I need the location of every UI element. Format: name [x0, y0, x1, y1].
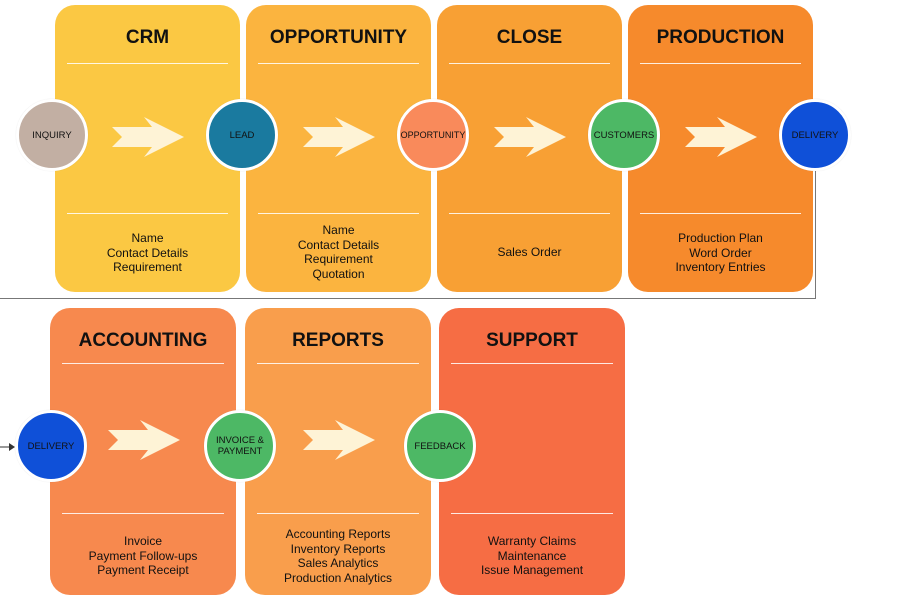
connector-line-bottom: [0, 298, 816, 299]
divider: [449, 213, 610, 214]
detail-item: Warranty Claims: [487, 534, 577, 548]
connector-arrowhead: [0, 443, 15, 451]
divider: [258, 63, 419, 64]
flow-arrow-icon: [685, 117, 757, 157]
flow-arrow-icon: [303, 420, 375, 460]
connector-line-right: [815, 136, 816, 298]
divider: [451, 513, 613, 514]
detail-item: Issue Management: [480, 563, 584, 577]
stage-title-reports: REPORTS: [292, 330, 384, 351]
divider: [67, 63, 228, 64]
node-opportunity: OPPORTUNITY: [397, 99, 469, 171]
stage-card-crm: CRM Name Contact Details Requirement: [55, 5, 240, 292]
divider: [62, 513, 224, 514]
stage-title-support: SUPPORT: [486, 330, 578, 351]
node-label-line: INVOICE &: [215, 435, 265, 446]
detail-item: Contact Details: [297, 237, 380, 252]
divider: [257, 363, 419, 364]
stage-details-accounting: Invoice Payment Follow-ups Payment Recei…: [50, 534, 236, 578]
detail-item: Name: [322, 223, 355, 237]
detail-item: Name: [131, 231, 164, 245]
flow-arrow-icon: [303, 117, 375, 157]
node-lead: LEAD: [206, 99, 278, 171]
stage-card-reports: REPORTS Accounting Reports Inventory Rep…: [245, 308, 431, 595]
stage-title-close: CLOSE: [496, 27, 563, 48]
detail-item: Sales Order: [497, 245, 562, 259]
detail-item: Invoice: [123, 534, 163, 548]
divider: [257, 513, 419, 514]
node-feedback: FEEDBACK: [404, 410, 476, 482]
stage-details-support: Warranty Claims Maintenance Issue Manage…: [439, 534, 625, 578]
flow-arrow-icon: [494, 117, 566, 157]
node-label-line: PAYMENT: [217, 446, 263, 457]
node-invoice-payment: INVOICE & PAYMENT: [204, 410, 276, 482]
stage-details-opportunity: Name Contact Details Requirement Quotati…: [246, 223, 431, 281]
node-label: OPPORTUNITY: [400, 129, 466, 140]
stage-details-close: Sales Order: [437, 245, 622, 260]
flow-arrow-icon: [108, 420, 180, 460]
detail-item: Sales Analytics: [297, 556, 379, 570]
detail-item: Requirement: [113, 260, 182, 274]
node-label: DELIVERY: [27, 440, 75, 452]
stage-details-crm: Name Contact Details Requirement: [55, 231, 240, 275]
stage-card-production: PRODUCTION Production Plan Word Order In…: [628, 5, 813, 292]
detail-item: Production Plan: [678, 231, 763, 245]
node-delivery-top: DELIVERY: [779, 99, 851, 171]
stage-card-opportunity: OPPORTUNITY Name Contact Details Require…: [246, 5, 431, 292]
divider: [451, 363, 613, 364]
node-label: CUSTOMERS: [593, 129, 655, 141]
divider: [62, 363, 224, 364]
node-label: INQUIRY: [32, 129, 72, 141]
detail-item: Production Analytics: [283, 570, 393, 585]
detail-item: Word Order: [689, 245, 752, 260]
divider: [449, 63, 610, 64]
detail-item: Inventory Reports: [290, 541, 386, 556]
divider: [67, 213, 228, 214]
detail-item: Contact Details: [106, 245, 189, 260]
stage-details-production: Production Plan Word Order Inventory Ent…: [628, 231, 813, 275]
node-delivery-bottom: DELIVERY: [15, 410, 87, 482]
detail-item: Payment Receipt: [97, 563, 189, 577]
stage-title-opportunity: OPPORTUNITY: [269, 27, 408, 48]
detail-item: Maintenance: [497, 548, 567, 563]
flow-arrow-icon: [112, 117, 184, 157]
detail-item: Payment Follow-ups: [88, 548, 198, 563]
node-label: LEAD: [229, 129, 255, 141]
divider: [258, 213, 419, 214]
node-label: INVOICE & PAYMENT: [216, 435, 264, 457]
stage-details-reports: Accounting Reports Inventory Reports Sal…: [245, 527, 431, 585]
stage-title-accounting: ACCOUNTING: [78, 330, 208, 351]
detail-item: Requirement: [304, 252, 373, 266]
divider: [640, 213, 801, 214]
node-customers: CUSTOMERS: [588, 99, 660, 171]
node-label: FEEDBACK: [414, 440, 466, 452]
detail-item: Inventory Entries: [675, 260, 766, 274]
detail-item: Accounting Reports: [285, 527, 391, 541]
node-inquiry: INQUIRY: [16, 99, 88, 171]
node-label: DELIVERY: [791, 129, 839, 141]
divider: [640, 63, 801, 64]
stage-title-production: PRODUCTION: [656, 27, 785, 48]
stage-title-crm: CRM: [125, 27, 170, 48]
detail-item: Quotation: [312, 266, 365, 281]
